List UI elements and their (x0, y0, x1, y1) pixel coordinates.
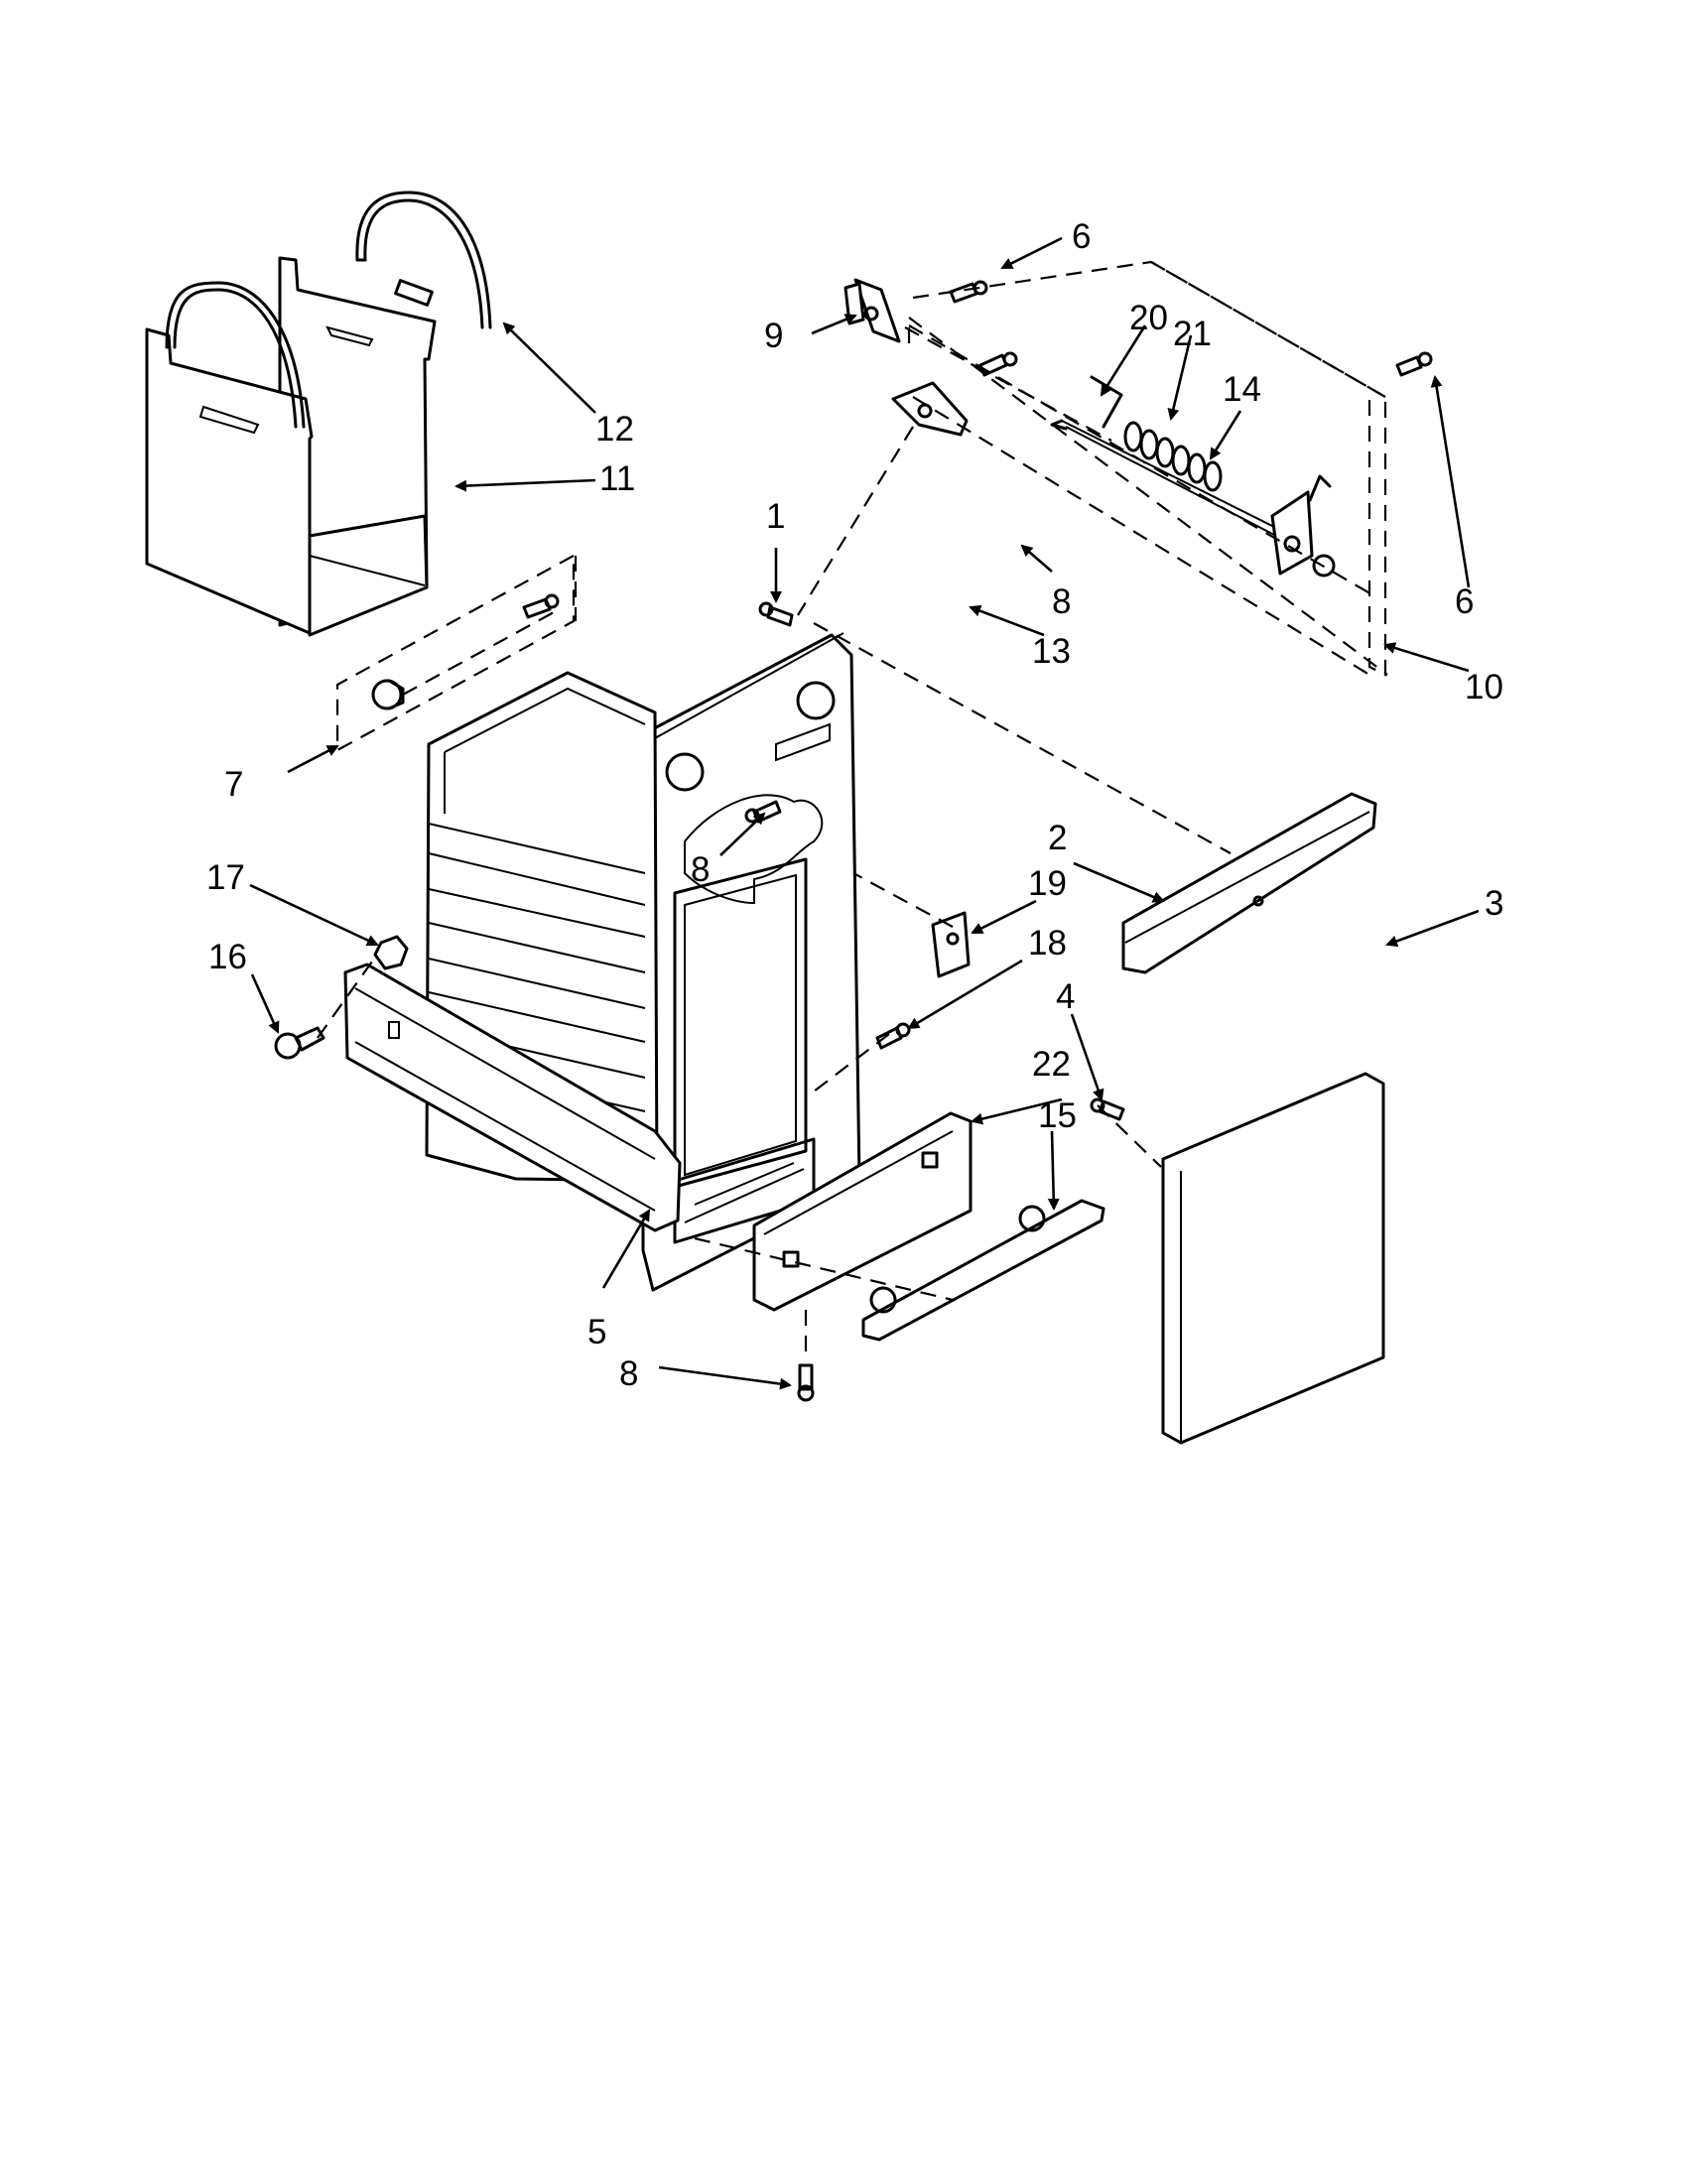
callout-22: 22 (1032, 1045, 1071, 1084)
trash-bag-part (145, 256, 437, 637)
callout-15: 15 (1038, 1096, 1077, 1135)
screw-7-icon (522, 593, 560, 619)
callout-8-top: 8 (1052, 582, 1071, 621)
leader-lines (249, 236, 1480, 1390)
callout-18: 18 (1028, 924, 1067, 963)
bolt-16-icon (274, 1026, 325, 1060)
callout-19: 19 (1028, 864, 1067, 903)
screw-6-right-icon (1395, 351, 1433, 377)
nut-17-icon (373, 935, 409, 970)
callout-labels: 6 9 20 21 14 12 11 1 8 13 6 10 7 8 2 3 1… (206, 217, 1503, 1393)
callout-6-top: 6 (1072, 217, 1091, 256)
callout-9: 9 (764, 317, 783, 355)
callout-10: 10 (1465, 668, 1503, 707)
screw-8-bottom-icon (797, 1363, 815, 1402)
base-rail-part (343, 963, 805, 1232)
callout-7: 7 (224, 765, 243, 804)
hinge-bracket-part (844, 278, 901, 343)
callout-8-mid: 8 (691, 850, 710, 889)
door-panel-part (1161, 1072, 1385, 1445)
bag-handle-part (355, 191, 492, 329)
callout-11: 11 (599, 459, 635, 498)
screw-18-icon (875, 1022, 911, 1050)
callout-5: 5 (587, 1313, 606, 1351)
drawer-handle-part (861, 1199, 1105, 1342)
knob-7-icon (371, 679, 405, 710)
callout-17: 17 (206, 858, 245, 897)
callout-3: 3 (1485, 884, 1503, 923)
top-trim-part (1121, 792, 1377, 974)
callout-1: 1 (766, 497, 785, 536)
latch-13-icon (891, 381, 969, 437)
callout-4: 4 (1056, 977, 1075, 1016)
callout-20: 20 (1129, 299, 1168, 337)
bracket-19-icon (931, 911, 971, 978)
callout-8-bottom: 8 (619, 1354, 638, 1393)
screw-1-icon (758, 601, 794, 627)
callout-12: 12 (595, 410, 634, 449)
callout-2: 2 (1048, 819, 1067, 857)
callout-16: 16 (208, 938, 247, 976)
assembly-dashed-lines (317, 260, 1388, 1361)
callout-14: 14 (1223, 370, 1261, 409)
spring-rod-part (1050, 375, 1336, 578)
callout-6-right: 6 (1455, 582, 1474, 621)
screw-6-top-icon (949, 280, 988, 304)
callout-13: 13 (1032, 632, 1071, 671)
callout-21: 21 (1173, 315, 1212, 353)
